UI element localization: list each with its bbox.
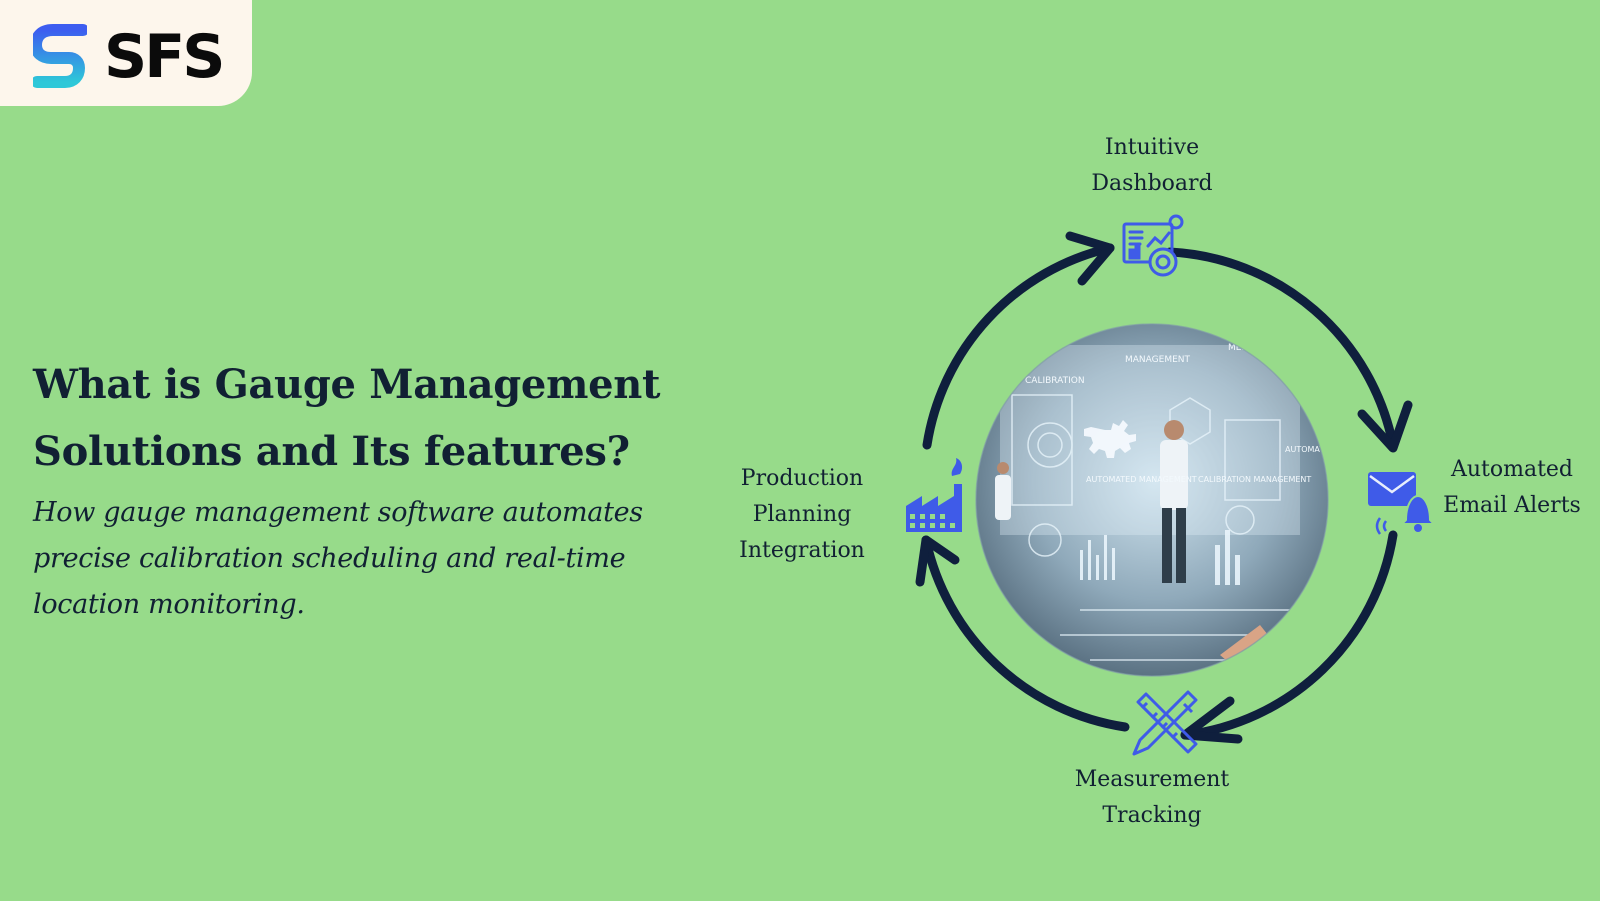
subtitle-line-2: precise calibration scheduling and real-… bbox=[33, 543, 626, 574]
feature-label-email-alerts: Automated Email Alerts bbox=[1443, 457, 1581, 518]
arc-top-right bbox=[1165, 247, 1398, 450]
sign-management: MANAGEMENT bbox=[1125, 355, 1190, 365]
title-line-2: Solutions and Its features? bbox=[33, 428, 630, 475]
page-title: What is Gauge Management Solutions and I… bbox=[33, 351, 673, 485]
logo-card: SFS bbox=[0, 0, 252, 106]
arc-top-left bbox=[922, 243, 1115, 450]
feature-label-dashboard: Intuitive Dashboard bbox=[1091, 135, 1213, 196]
arrowhead-left bbox=[915, 535, 960, 587]
arc-bottom-right bbox=[1180, 530, 1398, 740]
pencil-ruler-icon bbox=[1132, 690, 1198, 756]
sfs-logo-icon bbox=[33, 24, 87, 88]
brand-name: SFS bbox=[104, 22, 225, 92]
center-image: CALIBRATION MANAGEMENT MENT AUTOMATED AU… bbox=[976, 324, 1335, 676]
title-line-1: What is Gauge Management bbox=[33, 361, 661, 408]
cycle-arrows bbox=[915, 231, 1413, 744]
arrowhead-right bbox=[1357, 400, 1413, 453]
subtitle-line-3: location monitoring. bbox=[33, 589, 305, 620]
subtitle-line-1: How gauge management software automates bbox=[33, 497, 643, 528]
engineer-figure bbox=[1160, 440, 1188, 510]
sign-calibration-management: CALIBRATION MANAGEMENT bbox=[1198, 475, 1311, 484]
arrowhead-top bbox=[1065, 231, 1115, 286]
arc-bottom-left bbox=[921, 535, 1130, 732]
email-alert-icon bbox=[1368, 472, 1437, 535]
feature-label-production: Production Planning Integration bbox=[739, 466, 865, 563]
sign-calibration: CALIBRATION bbox=[1025, 376, 1085, 386]
dashboard-icon bbox=[1122, 214, 1184, 277]
sign-automated-management: AUTOMATED MANAGEMENT bbox=[1086, 475, 1197, 484]
factory-icon bbox=[906, 458, 963, 532]
feature-label-measurement: Measurement Tracking bbox=[1074, 767, 1230, 828]
gear-icon bbox=[1084, 420, 1136, 458]
sign-automated: AUTOMATED bbox=[1285, 445, 1335, 454]
subtitle: How gauge management software automates … bbox=[33, 490, 683, 628]
arrowhead-bottom bbox=[1180, 696, 1243, 744]
